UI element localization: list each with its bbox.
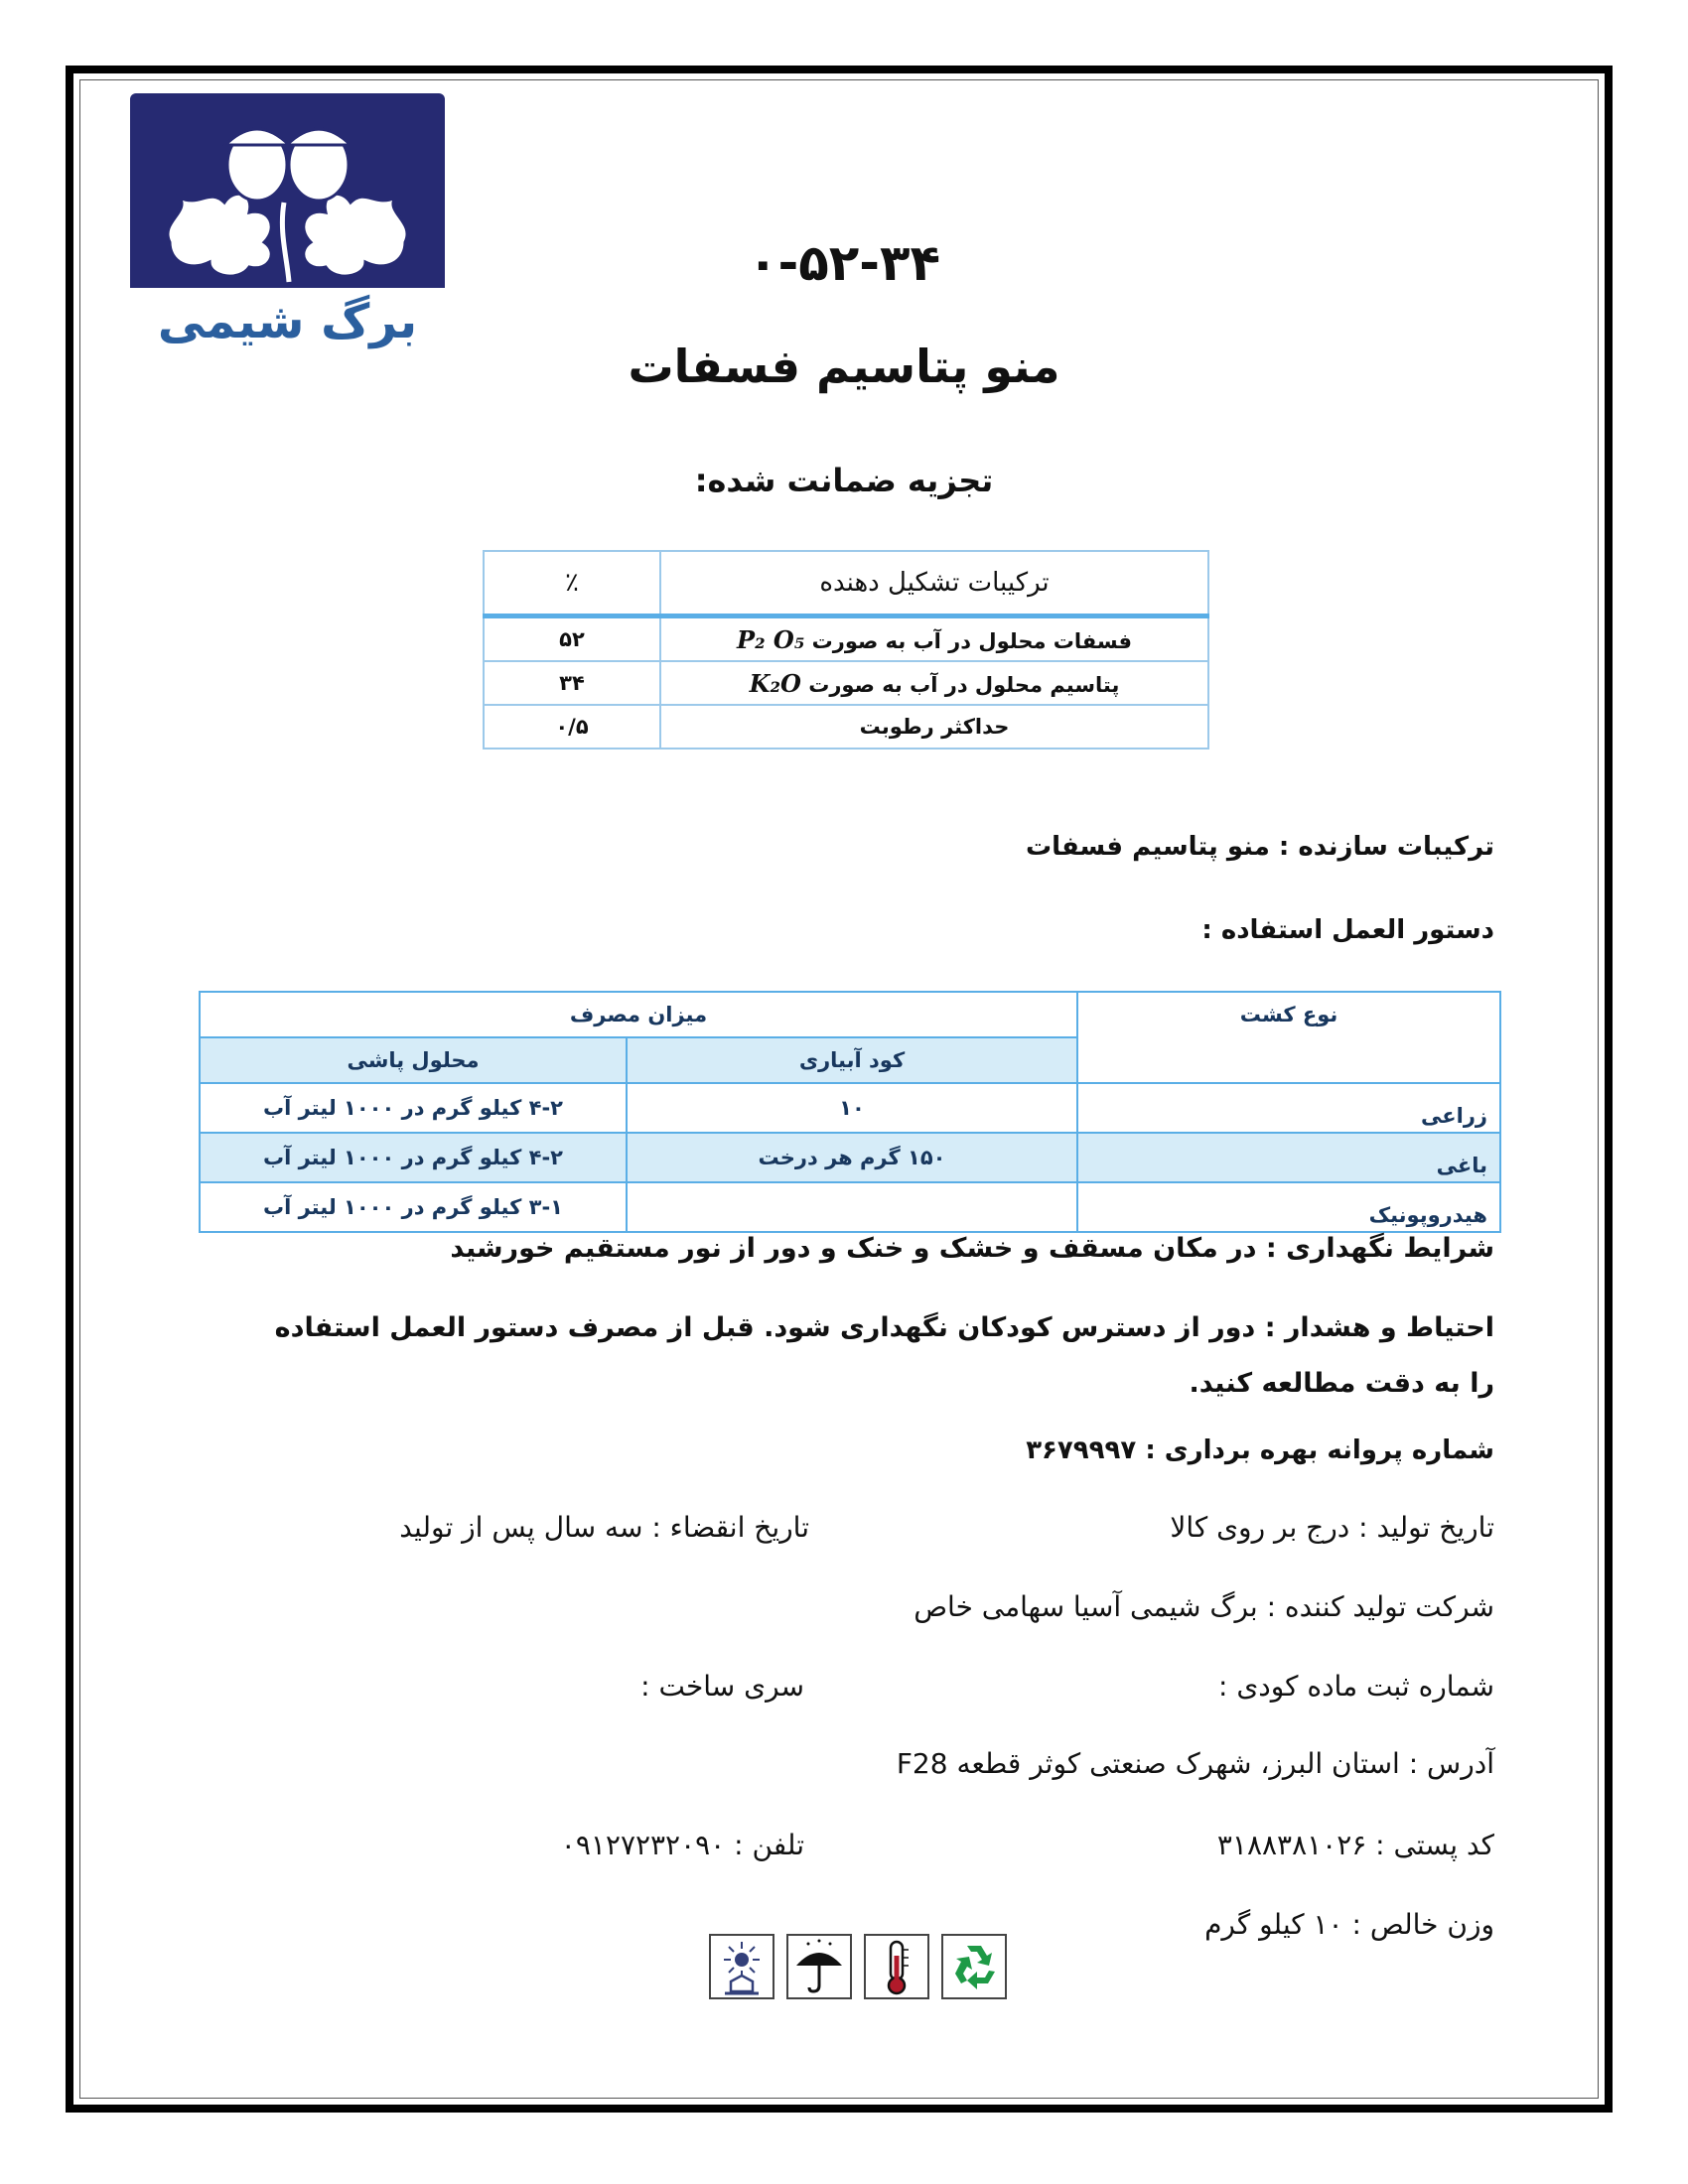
storage-conditions: شرایط نگهداری : در مکان مسقف و خشک و خنک… — [450, 1233, 1494, 1264]
page-inner-border — [79, 79, 1599, 2099]
warning-text: احتیاط و هشدار : دور از دسترس کودکان نگه… — [274, 1312, 1494, 1399]
phone: تلفن : ۰۹۱۲۷۲۳۲۰۹۰ — [560, 1829, 804, 1861]
irrigation-cell: ۱۵۰ گرم هر درخت — [626, 1132, 1078, 1183]
analysis-title: تجزیه ضمانت شده: — [694, 462, 994, 499]
composition-percent-header: ٪ — [483, 550, 661, 618]
irrigation-cell: ۱۰ — [626, 1082, 1078, 1134]
logo-text: برگ شیمی — [157, 294, 418, 349]
usage-subheader-row: کود آبیاری محلول پاشی — [199, 1036, 1500, 1084]
postal-code: کد پستی : ۳۱۸۸۳۸۱۰۲۶ — [1216, 1829, 1494, 1861]
table-row: فسفات محلول در آب به صورت P₂ O₅ ۵۲ — [483, 614, 1209, 662]
amount-header: میزان مصرف — [199, 991, 1078, 1038]
usage-table: نوع کشت میزان مصرف کود آبیاری محلول پاشی… — [199, 991, 1501, 1233]
license-number: شماره پروانه بهره برداری : ۳۶۷۹۹۹۷ — [1026, 1435, 1494, 1465]
composition-header-row: ترکیبات تشکیل دهنده ٪ — [483, 550, 1209, 618]
composition-name: پتاسیم محلول در آب به صورت K₂O — [659, 660, 1209, 706]
net-weight: وزن خالص : ۱۰ کیلو گرم — [1204, 1908, 1494, 1941]
address: آدرس : استان البرز، شهرک صنعتی کوثر قطعه… — [896, 1747, 1494, 1780]
table-row: پتاسیم محلول در آب به صورت K₂O ۳۴ — [483, 660, 1209, 706]
composition-value: ۳۴ — [483, 660, 661, 706]
irrigation-cell — [626, 1181, 1078, 1233]
usage-title: دستور العمل استفاده : — [1201, 915, 1494, 945]
production-date: تاریخ تولید : درج بر روی کالا — [1170, 1511, 1494, 1544]
crop-cell: زراعی — [1076, 1082, 1501, 1134]
acorn-leaf-icon — [166, 127, 409, 283]
crop-type-header: نوع کشت — [1076, 991, 1501, 1084]
manufacturer: شرکت تولید کننده : برگ شیمی آسیا سهامی خ… — [914, 1590, 1494, 1623]
spray-cell: ۳-۱ کیلو گرم در ۱۰۰۰ لیتر آب — [199, 1181, 628, 1233]
crop-cell: باغی — [1076, 1132, 1501, 1183]
crop-cell: هیدروپونیک — [1076, 1181, 1501, 1233]
table-row: هیدروپونیک ۳-۱ کیلو گرم در ۱۰۰۰ لیتر آب — [199, 1181, 1501, 1233]
table-row: حداکثر رطوبت ۰/۵ — [483, 704, 1209, 750]
product-formula: ۰-۵۲-۳۴ — [747, 234, 941, 292]
expiry-date: تاریخ انقضاء : سه سال پس از تولید — [399, 1511, 809, 1544]
registration-number: شماره ثبت ماده کودی : — [1218, 1670, 1494, 1703]
spray-header: محلول پاشی — [199, 1036, 628, 1084]
composition-name: فسفات محلول در آب به صورت P₂ O₅ — [659, 614, 1209, 662]
ingredients-line: ترکیبات سازنده : منو پتاسیم فسفات — [1025, 832, 1494, 862]
composition-name-header: ترکیبات تشکیل دهنده — [659, 550, 1209, 618]
composition-value: ۵۲ — [483, 614, 661, 662]
sun-protect-icon — [709, 1934, 774, 1999]
recycle-icon — [941, 1934, 1007, 1999]
table-row: زراعی ۱۰ ۴-۲ کیلو گرم در ۱۰۰۰ لیتر آب — [199, 1082, 1501, 1134]
spray-cell: ۴-۲ کیلو گرم در ۱۰۰۰ لیتر آب — [199, 1132, 628, 1183]
table-row: باغی ۱۵۰ گرم هر درخت ۴-۲ کیلو گرم در ۱۰۰… — [199, 1132, 1501, 1183]
thermometer-icon — [864, 1934, 929, 1999]
batch-number: سری ساخت : — [640, 1670, 804, 1703]
usage-header-row: نوع کشت میزان مصرف — [199, 991, 1501, 1084]
composition-value: ۰/۵ — [483, 704, 661, 750]
product-name: منو پتاسیم فسفات — [628, 340, 1060, 393]
page-border — [66, 66, 1613, 2113]
spray-cell: ۴-۲ کیلو گرم در ۱۰۰۰ لیتر آب — [199, 1082, 628, 1134]
composition-table: ترکیبات تشکیل دهنده ٪ فسفات محلول در آب … — [483, 550, 1209, 750]
umbrella-icon — [786, 1934, 852, 1999]
logo — [130, 93, 445, 288]
composition-name: حداکثر رطوبت — [659, 704, 1209, 750]
irrigation-header: کود آبیاری — [626, 1036, 1078, 1084]
